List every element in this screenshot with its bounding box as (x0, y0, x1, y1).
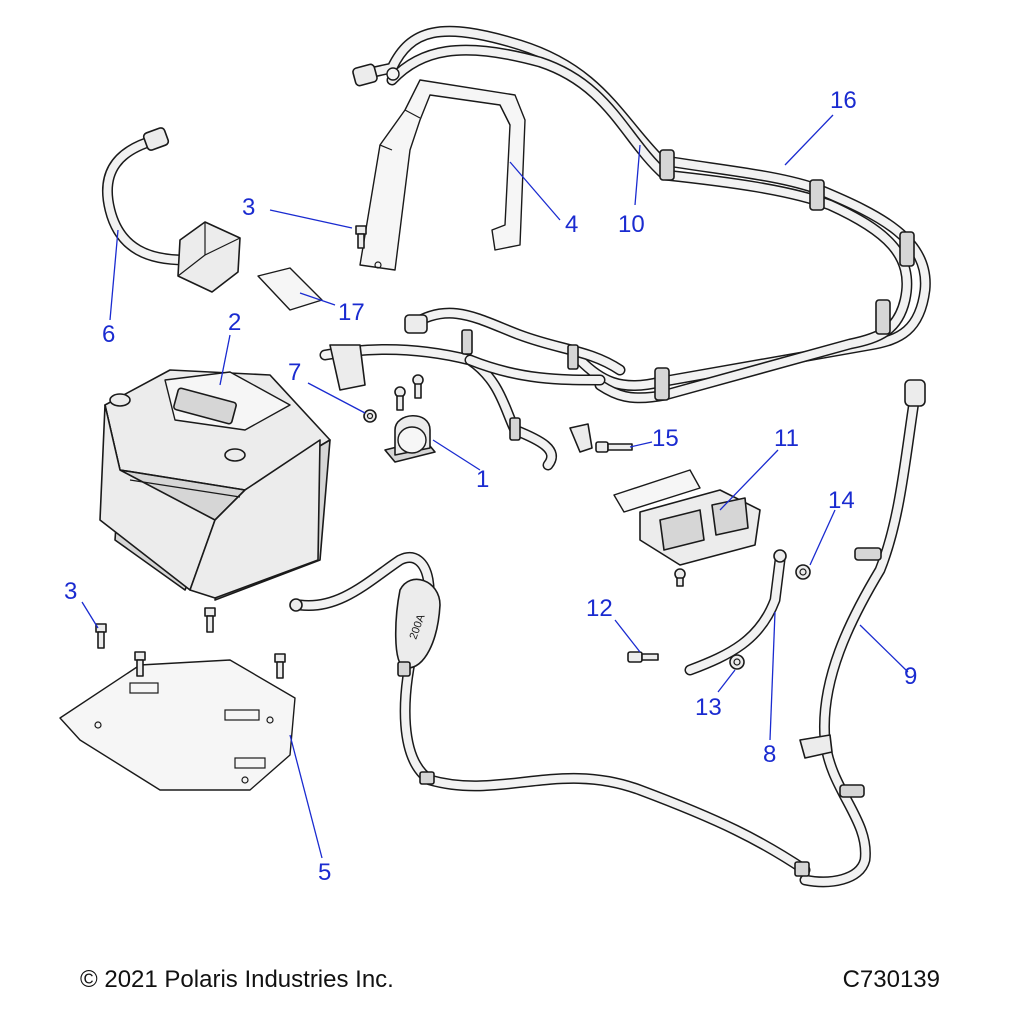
harness-16-and-10 (352, 25, 931, 404)
label-17 (257, 267, 323, 311)
callout-2: 2 (228, 309, 241, 336)
drawing-number: C730139 (842, 966, 940, 993)
cable-8 (684, 549, 787, 676)
bolts-3 (95, 225, 367, 679)
fuse-block-11 (613, 469, 761, 587)
tray-5 (59, 659, 296, 791)
callout-3-bottom: 3 (64, 578, 77, 605)
callout-3-top: 3 (242, 194, 255, 221)
callout-8: 8 (763, 741, 776, 768)
nut-7 (363, 409, 377, 423)
bracket-4 (359, 79, 526, 271)
callout-7: 7 (288, 359, 301, 386)
callout-14: 14 (828, 487, 855, 514)
battery-2 (99, 369, 331, 601)
callout-9: 9 (904, 663, 917, 690)
main-cable-fuse: 200A (289, 552, 811, 877)
callout-13: 13 (695, 694, 722, 721)
copyright-text: © 2021 Polaris Industries Inc. (80, 966, 394, 993)
callout-1: 1 (476, 466, 489, 493)
nut-13 (729, 654, 745, 670)
cable-9 (799, 379, 926, 888)
callout-10: 10 (618, 211, 645, 238)
callout-4: 4 (565, 211, 578, 238)
bolt-15 (595, 441, 633, 453)
callout-numbers: 1 2 3 3 4 5 6 7 8 9 10 11 12 13 14 15 16… (64, 87, 917, 886)
center-harness (319, 307, 626, 471)
callout-17: 17 (338, 299, 365, 326)
cable-6 (101, 127, 241, 293)
callout-5: 5 (318, 859, 331, 886)
callout-11: 11 (774, 425, 799, 452)
callout-16: 16 (830, 87, 857, 114)
solenoid-1 (384, 374, 436, 463)
bolt-12 (627, 651, 659, 663)
leader-lines (81, 114, 909, 859)
callout-15: 15 (652, 425, 679, 452)
nut-14 (795, 564, 811, 580)
callout-12: 12 (586, 595, 613, 622)
callout-6: 6 (102, 321, 115, 348)
